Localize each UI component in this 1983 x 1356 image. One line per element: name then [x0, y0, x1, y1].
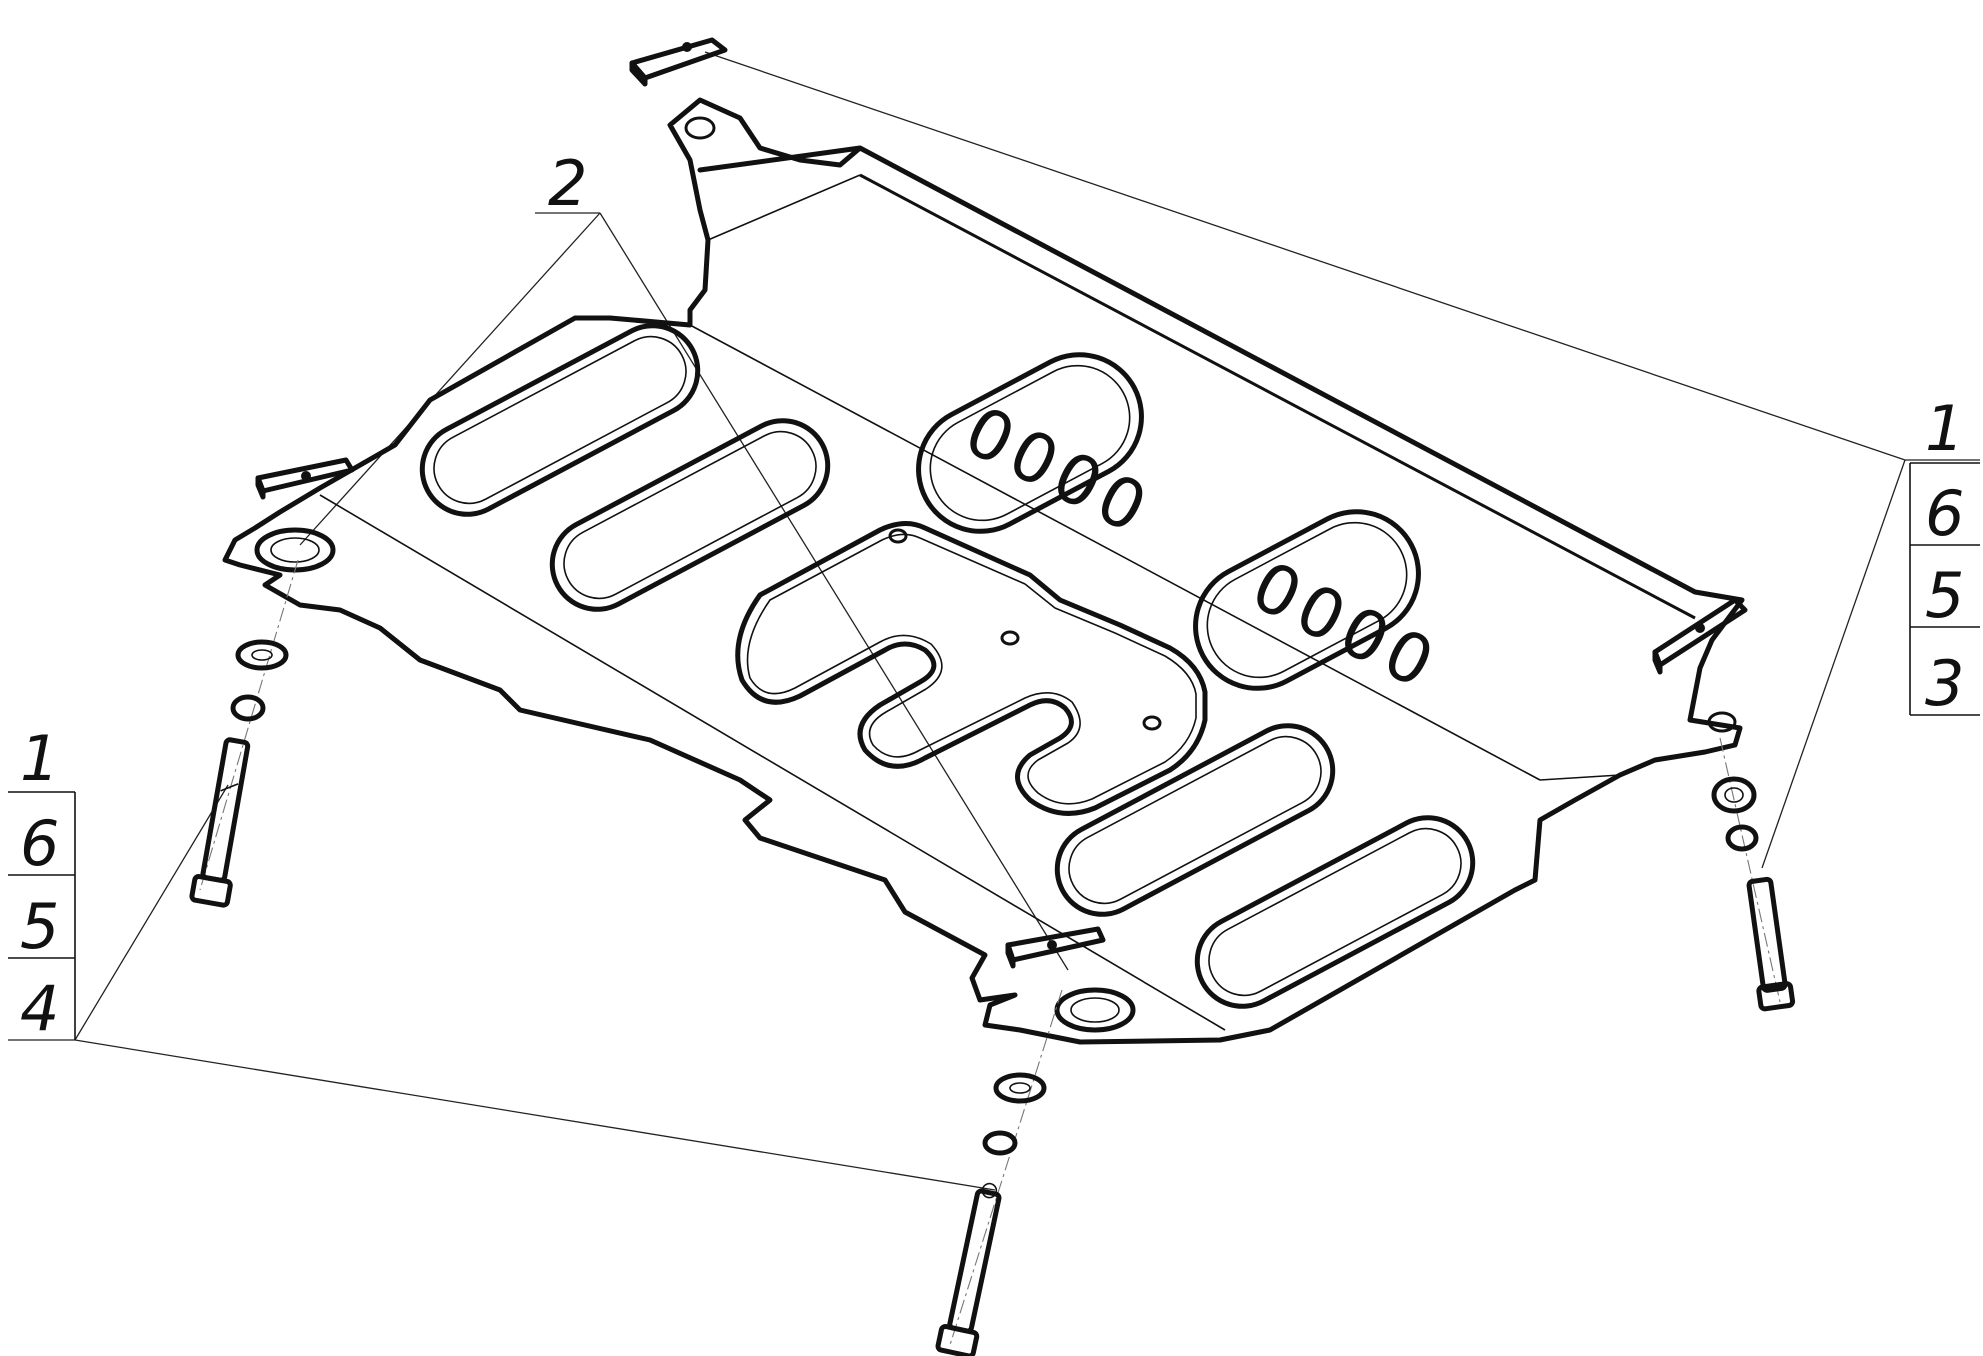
stamping-text-upper: 0000	[952, 392, 1163, 552]
center-fastener-stack	[935, 989, 1063, 1356]
callout-2: 2	[548, 147, 587, 220]
bolt-center	[935, 1182, 1002, 1356]
right-fastener-stack	[1711, 737, 1796, 1012]
leader-lines	[8, 51, 1980, 1191]
callout-left-1: 1	[20, 722, 59, 795]
callout-left: 1 6 5 4	[8, 722, 76, 1045]
callout-right: 1 6 5 3	[1909, 392, 1980, 720]
callout-right-3: 3	[1925, 647, 1964, 720]
bolt-right	[1746, 876, 1796, 1012]
callout-right-1: 1	[1925, 392, 1964, 465]
spacer-plates	[255, 37, 1748, 969]
callout-part-2: 2	[548, 147, 587, 220]
stamping-plate-upper: 0000	[916, 352, 1164, 552]
skid-plate: 0000 0000	[222, 97, 1745, 1045]
left-mount-bore	[254, 527, 336, 573]
center-mount-bore	[1054, 987, 1136, 1033]
callout-left-5: 5	[20, 890, 59, 963]
bolt-left	[189, 737, 251, 908]
callout-left-4: 4	[20, 972, 59, 1045]
stiffening-ribs	[419, 323, 1476, 1009]
callout-right-5: 5	[1925, 559, 1964, 632]
left-fastener-stack	[189, 559, 299, 908]
stamping-plate-lower: 0000	[1193, 509, 1451, 707]
callout-right-6: 6	[1925, 477, 1964, 550]
callout-left-6: 6	[20, 807, 59, 880]
top-mount-ear	[684, 116, 716, 140]
right-mount-ear	[1707, 711, 1737, 733]
